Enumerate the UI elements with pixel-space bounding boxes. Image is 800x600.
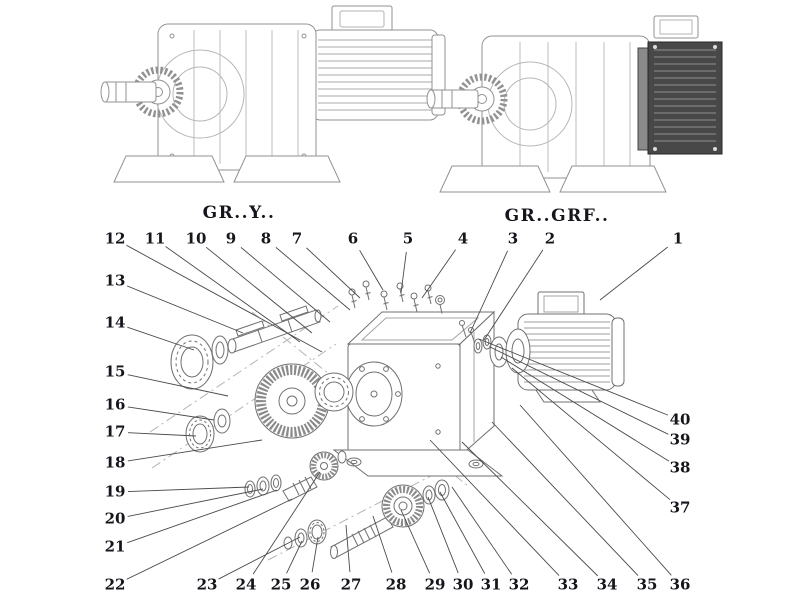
intermediate-pinion-set [244,450,347,502]
variant-label-gr-grf: GR..GRF.. [504,206,610,226]
left-bearing-washer [170,334,229,390]
input-shaft-and-keys [227,305,322,354]
electric-motor [505,291,625,403]
exploded-view-drawing [149,280,625,561]
variant-label-gr-y: GR..Y.. [202,203,276,223]
fastener-bolts [348,280,445,314]
machine-gr-grf-illustration [426,15,723,193]
large-gear-bearing [254,363,354,439]
output-shaft-assembly [283,479,450,559]
leader-lines [126,244,672,580]
gear-housing [332,310,504,477]
machine-gr-y-illustration [100,5,446,183]
spacer-bearing [185,408,231,453]
